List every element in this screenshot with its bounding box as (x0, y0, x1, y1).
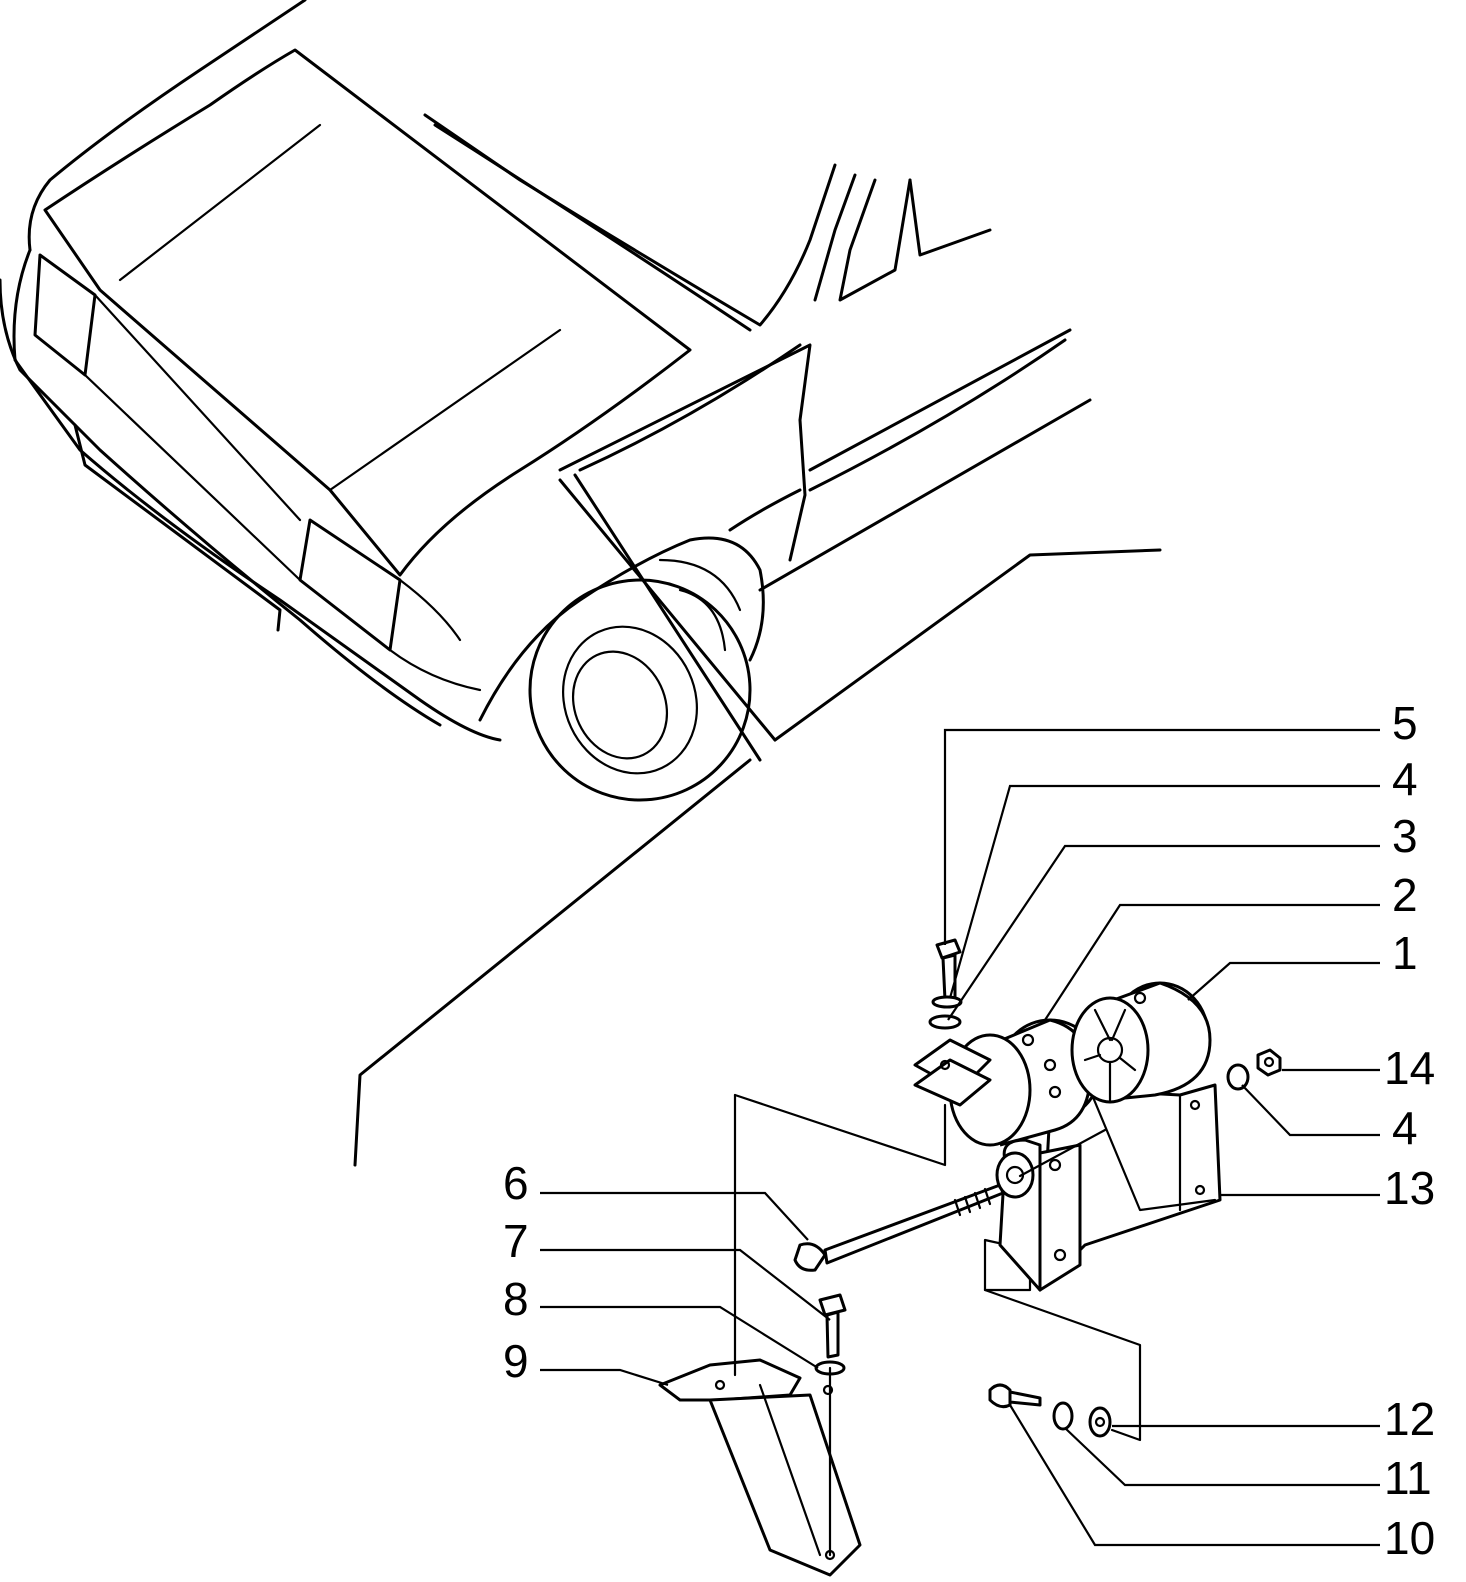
leader-lines (540, 728, 1380, 1547)
car-illustration (0, 0, 1162, 1167)
callout-13: 13 (1384, 1162, 1436, 1214)
callout-14: 14 (1384, 1042, 1436, 1094)
callout-7: 7 (503, 1215, 529, 1267)
callout-3: 3 (1392, 810, 1418, 862)
callout-11: 11 (1384, 1452, 1432, 1504)
callout-2: 2 (1392, 869, 1418, 921)
callout-12: 12 (1384, 1393, 1436, 1445)
callout-5: 5 (1392, 697, 1418, 749)
callout-10: 10 (1384, 1512, 1436, 1564)
callout-4-bottom: 4 (1392, 1102, 1418, 1154)
callout-4-top: 4 (1392, 753, 1418, 805)
callout-6: 6 (503, 1157, 529, 1209)
callout-9: 9 (503, 1335, 529, 1387)
callout-1: 1 (1392, 927, 1418, 979)
callout-8: 8 (503, 1273, 529, 1325)
mount-assembly (658, 938, 1282, 1577)
